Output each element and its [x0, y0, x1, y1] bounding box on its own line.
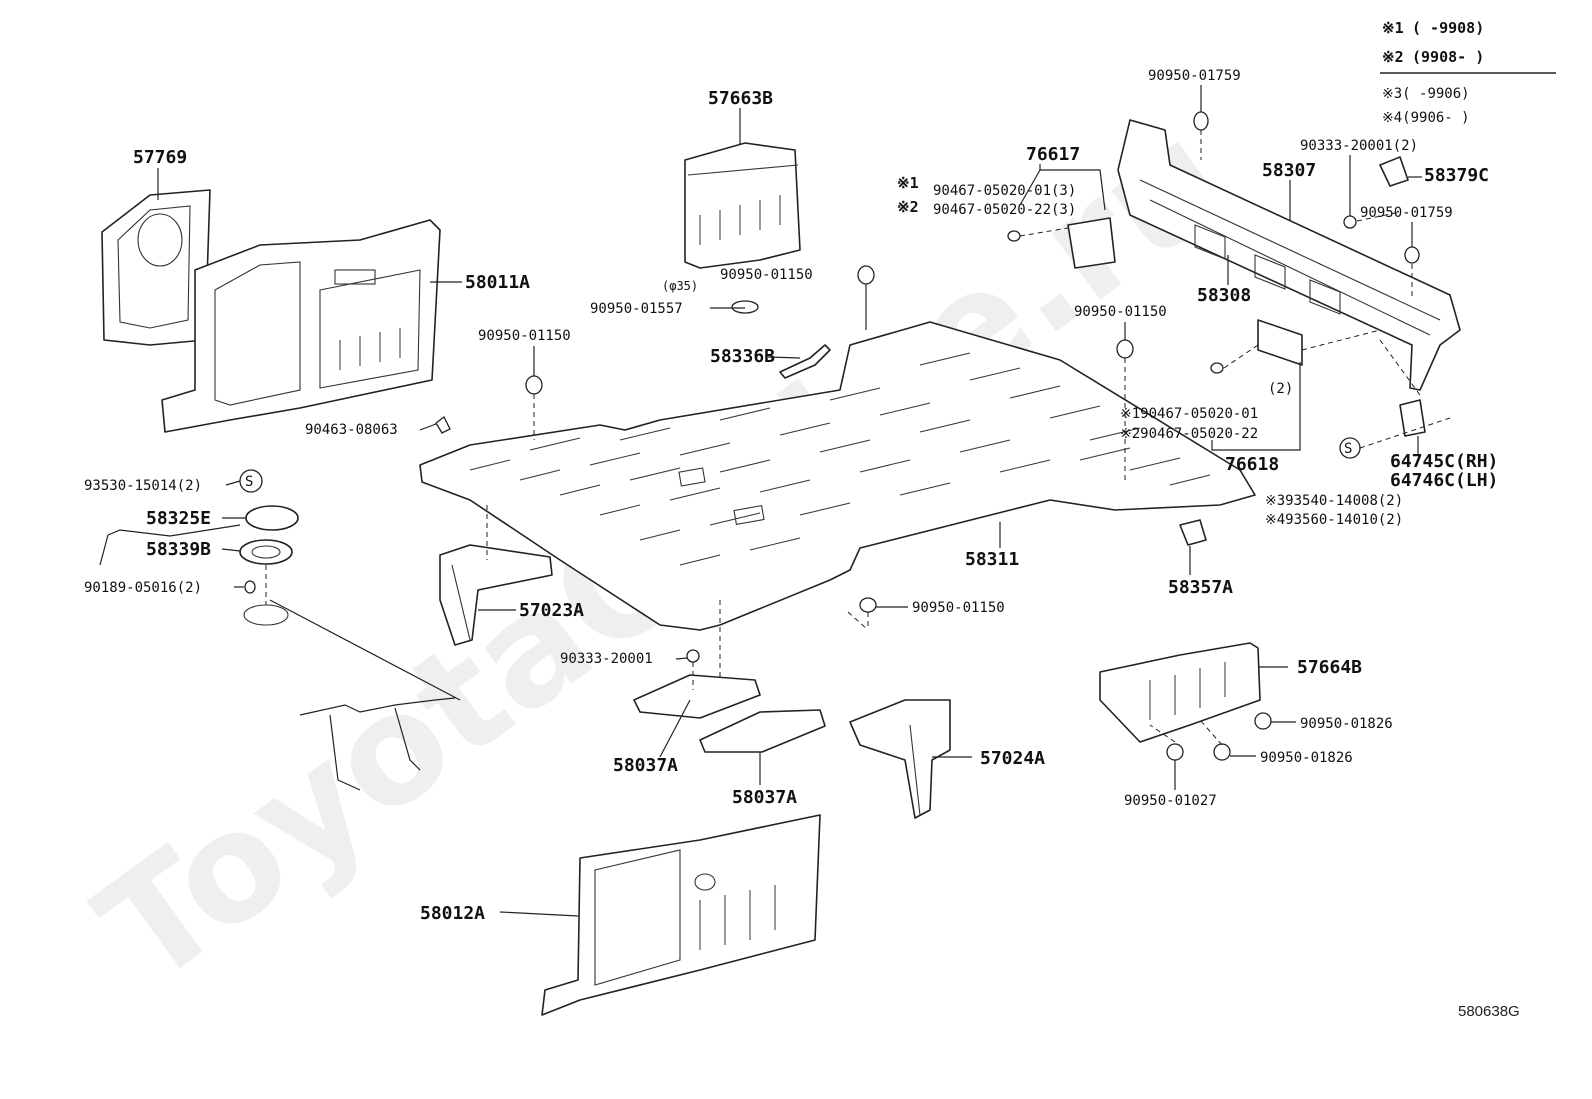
label-58037A-lower: 58037A	[732, 787, 797, 808]
legend-row1-mark: ※1	[1382, 19, 1404, 37]
label-note-2a: ※2	[897, 198, 919, 216]
part-76618-shape	[1257, 319, 1303, 366]
part-76617-shape	[1067, 217, 1116, 269]
part-58012A-shape	[541, 814, 821, 1016]
label-58379C: 58379C	[1424, 165, 1489, 186]
label-76618: 76618	[1225, 454, 1279, 475]
legend-row4: ※4(9906- )	[1382, 110, 1470, 126]
legend-row2-mark: ※2	[1382, 48, 1404, 66]
label-90950-01759-right: 90950-01759	[1360, 205, 1453, 221]
legend-row2-range: (9908- )	[1412, 48, 1484, 66]
label-note-1a: ※1	[897, 174, 919, 192]
label-90950-01826-upper: 90950-01826	[1300, 716, 1393, 732]
label-note-3-93540-14008: ※393540-14008(2)	[1265, 493, 1403, 509]
label-90950-01150-left: 90950-01150	[478, 328, 571, 344]
clip-shapes	[244, 111, 1420, 761]
label-qty-2: (2)	[1268, 381, 1293, 397]
part-58339B-shape	[239, 539, 293, 565]
part-57663B-shape	[684, 142, 801, 269]
label-90467-05020-22-3: 90467-05020-22(3)	[933, 202, 1076, 218]
label-90950-01759-top: 90950-01759	[1148, 68, 1241, 84]
opening-ring	[243, 604, 289, 626]
label-58011A: 58011A	[465, 272, 530, 293]
label-58307: 58307	[1262, 160, 1316, 181]
label-90950-01150-top: 90950-01150	[720, 267, 813, 283]
label-57663B: 57663B	[708, 88, 773, 109]
label-58308: 58308	[1197, 285, 1251, 306]
label-90467-05020-01-3: 90467-05020-01(3)	[933, 183, 1076, 199]
part-58307-shape	[1117, 119, 1461, 391]
s-mark-label: S	[245, 474, 253, 490]
label-90333-20001-2: 90333-20001(2)	[1300, 138, 1418, 154]
leader-lines	[99, 85, 1422, 917]
part-58311-shape	[419, 321, 1256, 631]
label-58012A: 58012A	[420, 903, 485, 924]
body-outline-left	[299, 697, 456, 791]
part-58037A-lower-shape	[699, 709, 826, 753]
label-58339B: 58339B	[146, 539, 211, 560]
label-57023A: 57023A	[519, 600, 584, 621]
label-phi35: (φ35)	[662, 279, 698, 293]
part-58011A-shape	[161, 219, 441, 433]
label-90950-01557: 90950-01557	[590, 301, 683, 317]
label-58336B: 58336B	[710, 346, 775, 367]
legend-row3: ※3( -9906)	[1382, 86, 1470, 102]
label-note-2-90467-05020-22: ※290467-05020-22	[1120, 426, 1258, 442]
label-90950-01826-lower: 90950-01826	[1260, 750, 1353, 766]
label-90950-01027: 90950-01027	[1124, 793, 1217, 809]
s-mark-label: S	[1344, 441, 1352, 457]
label-58311: 58311	[965, 549, 1019, 570]
label-90189-05016-2: 90189-05016(2)	[84, 580, 202, 596]
label-90950-01150-right: 90950-01150	[1074, 304, 1167, 320]
legend-box: ※1 ( -9908) ※2 (9908- ) ※3( -9906) ※4(99…	[1380, 19, 1556, 126]
label-58037A-upper: 58037A	[613, 755, 678, 776]
label-64745C-rh: 64745C(RH)	[1390, 451, 1498, 472]
label-90333-20001: 90333-20001	[560, 651, 653, 667]
legend-row1-range: ( -9908)	[1412, 19, 1484, 37]
label-58357A: 58357A	[1168, 577, 1233, 598]
label-note-1-90467-05020-01: ※190467-05020-01	[1120, 406, 1258, 422]
label-58325E: 58325E	[146, 508, 211, 529]
part-57024A-shape	[849, 699, 951, 819]
part-64745C-shape	[1399, 399, 1426, 437]
part-57664B-shape	[1099, 642, 1261, 743]
label-57024A: 57024A	[980, 748, 1045, 769]
part-58336B-shape	[779, 344, 831, 379]
part-57023A-shape	[439, 544, 553, 646]
part-58037A-upper-shape	[633, 674, 761, 719]
hose-line	[269, 599, 461, 701]
label-90950-01150-bottom: 90950-01150	[912, 600, 1005, 616]
part-58379C-shape	[1379, 156, 1409, 187]
part-labels: 57769 58011A 57663B 76617 ※1 ※2 90467-05…	[84, 68, 1498, 924]
label-90463-08063: 90463-08063	[305, 422, 398, 438]
part-57769-shape	[101, 189, 211, 346]
label-57664B: 57664B	[1297, 657, 1362, 678]
label-note-4-93560-14010: ※493560-14010(2)	[1265, 512, 1403, 528]
dashed-assembly-lines	[265, 130, 1451, 746]
label-76617: 76617	[1026, 144, 1080, 165]
label-57769: 57769	[133, 147, 187, 168]
part-58357A-shape	[1179, 519, 1207, 546]
part-58325E-shape	[245, 505, 299, 531]
label-93530-15014-2: 93530-15014(2)	[84, 478, 202, 494]
figure-code: 580638G	[1458, 1003, 1520, 1020]
label-64746C-lh: 64746C(LH)	[1390, 470, 1498, 491]
